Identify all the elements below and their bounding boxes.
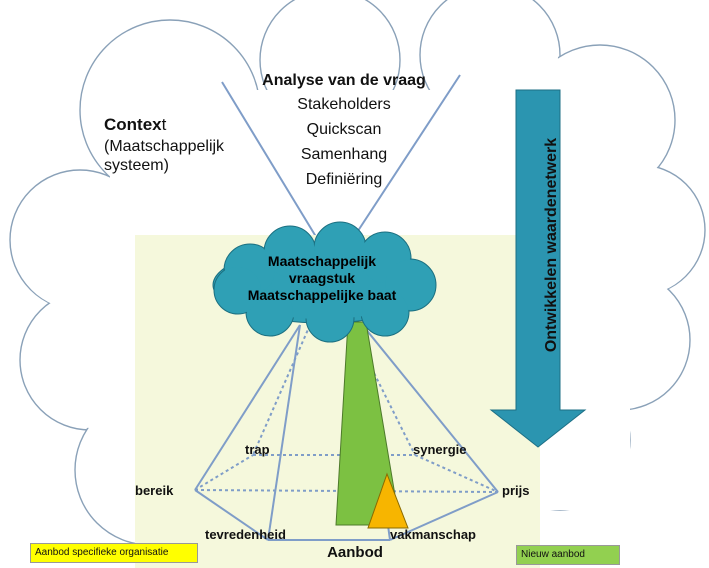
label-tevredenheid: tevredenheid bbox=[205, 527, 286, 542]
develop-network-arrow bbox=[489, 89, 587, 448]
central-cloud-line-1: Maatschappelijk bbox=[267, 253, 377, 269]
context-subtitle: (Maatschappelijk systeem) bbox=[104, 138, 225, 174]
analyse-v-left-line bbox=[221, 81, 319, 241]
central-cloud-text: Maatschappelijk vraagstuk Maatschappelij… bbox=[222, 253, 422, 304]
context-title: Context bbox=[104, 115, 167, 134]
analyse-item-definiering: Definiëring bbox=[305, 171, 383, 188]
arrow-label: Ontwikkelen waardenetwerk bbox=[543, 137, 560, 353]
label-vakmanschap: vakmanschap bbox=[390, 527, 476, 542]
legend-new-offer: Nieuw aanbod bbox=[516, 545, 620, 565]
label-trap: trap bbox=[245, 442, 270, 457]
analyse-item-stakeholders: Stakeholders bbox=[297, 96, 391, 113]
label-bereik: bereik bbox=[135, 483, 174, 498]
analyse-v-right-line bbox=[351, 74, 461, 241]
label-synergie: synergie bbox=[413, 442, 467, 457]
analyse-title: Analyse van de vraag bbox=[262, 72, 426, 89]
legend-specific-offer: Aanbod specifieke organisatie bbox=[30, 543, 198, 563]
central-cloud-line-3: Maatschappelijke baat bbox=[247, 287, 397, 303]
aanbod-label: Aanbod bbox=[327, 544, 383, 561]
analyse-item-samenhang: Samenhang bbox=[300, 146, 388, 163]
label-prijs: prijs bbox=[502, 483, 530, 498]
specific-offer-triangle bbox=[367, 472, 409, 529]
central-cloud-line-2: vraagstuk bbox=[288, 270, 356, 286]
analyse-item-quickscan: Quickscan bbox=[306, 121, 382, 138]
